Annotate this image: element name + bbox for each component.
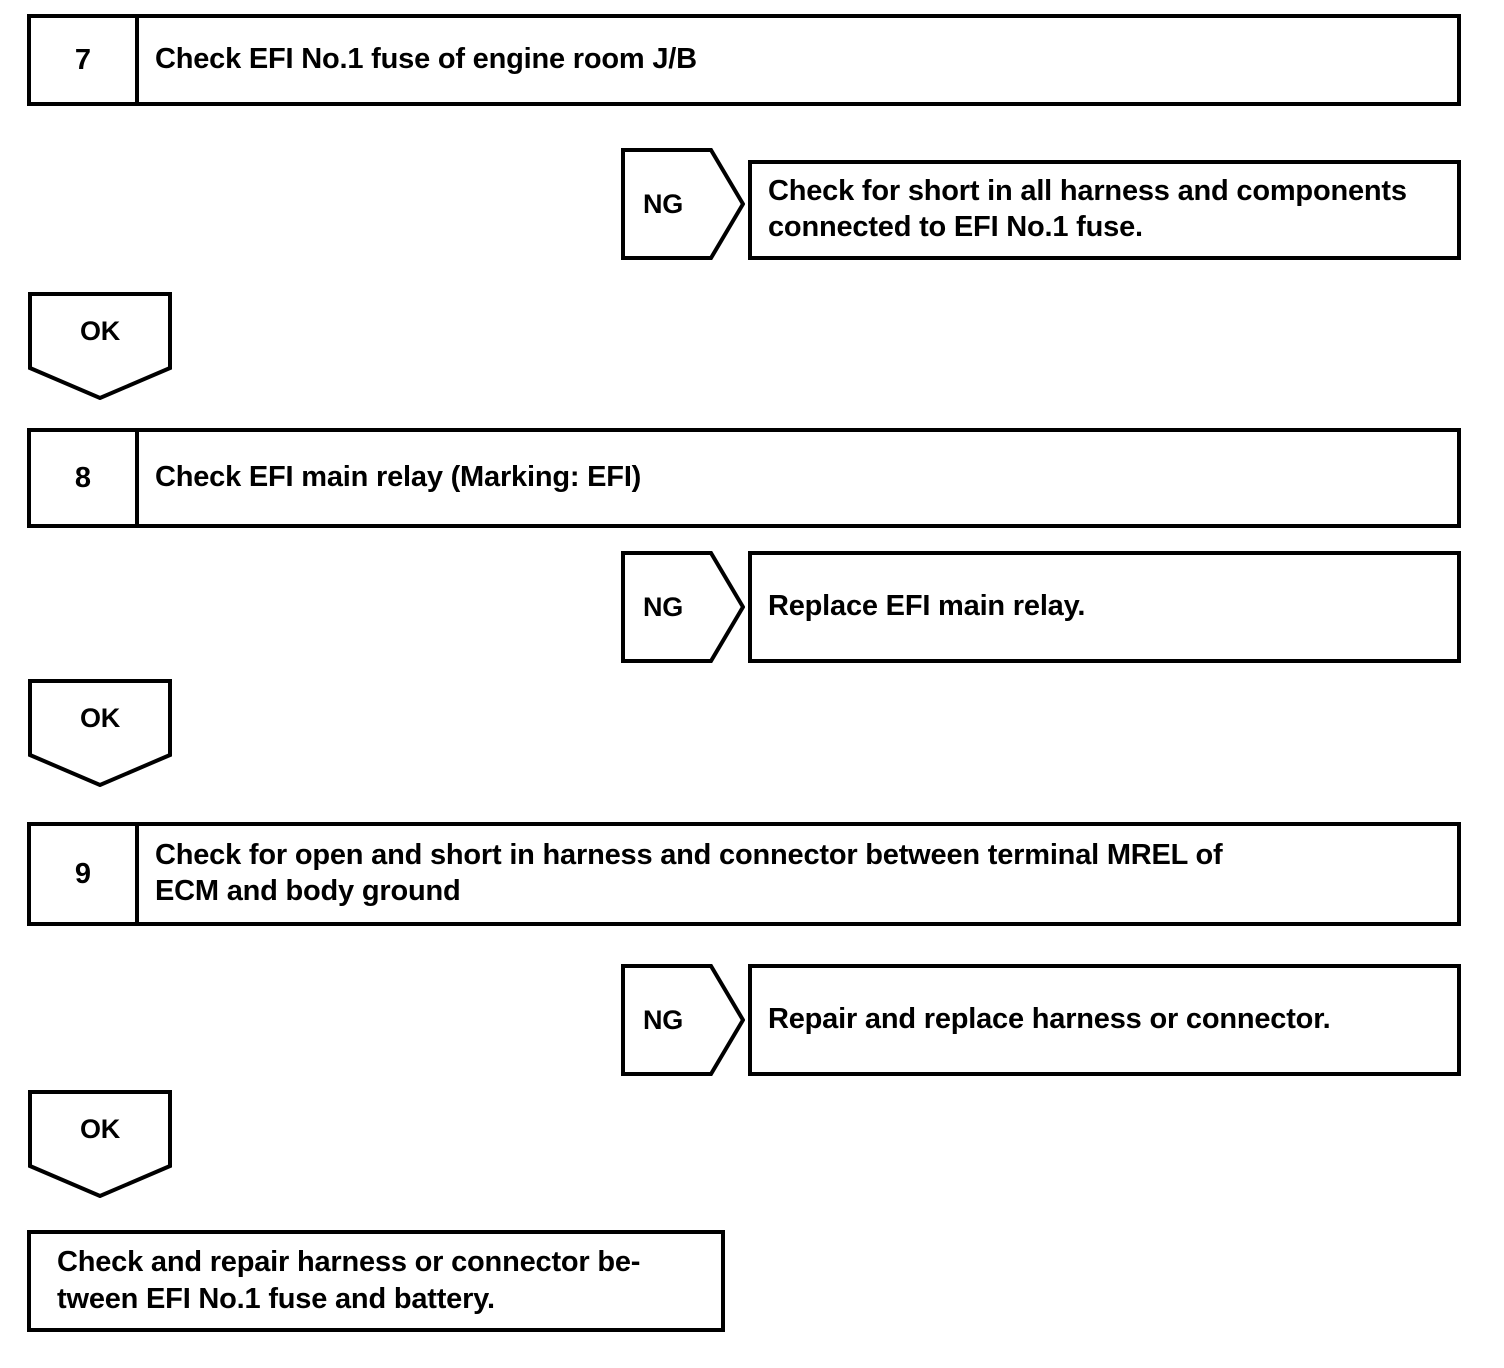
ng-label-7: NG: [643, 188, 683, 219]
step-text-cell-7: Check EFI No.1 fuse of engine room J/B: [139, 18, 1457, 102]
ng-pentagon-icon: [621, 964, 745, 1076]
ok-tag-7[interactable]: OK: [28, 292, 172, 400]
step-number-cell-8: 8: [31, 432, 139, 524]
ng-pentagon-icon: [621, 551, 745, 663]
ok-label-8: OK: [80, 702, 120, 733]
ok-tag-8[interactable]: OK: [28, 679, 172, 787]
step-text-cell-8: Check EFI main relay (Marking: EFI): [139, 432, 1457, 524]
step-box-8[interactable]: 8 Check EFI main relay (Marking: EFI): [27, 428, 1461, 528]
ok-pentagon-icon: [28, 1090, 172, 1198]
ok-pentagon-icon: [28, 292, 172, 400]
ng-action-box-9[interactable]: Repair and replace harness or connector.: [748, 964, 1461, 1076]
ng-action-box-7[interactable]: Check for short in all harness and compo…: [748, 160, 1461, 260]
step-number-cell-7: 7: [31, 18, 139, 102]
ok-label-9: OK: [80, 1113, 120, 1144]
ok-pentagon-icon: [28, 679, 172, 787]
ng-tag-9[interactable]: NG: [621, 964, 745, 1076]
ng-tag-8[interactable]: NG: [621, 551, 745, 663]
step-instruction-7: Check EFI No.1 fuse of engine room J/B: [155, 43, 697, 76]
conclusion-box[interactable]: Check and repair harness or connector be…: [27, 1230, 725, 1332]
step-number-9: 9: [74, 857, 92, 890]
ng-pentagon-icon: [621, 148, 745, 260]
ng-action-text-7: Check for short in all harness and compo…: [768, 175, 1407, 243]
step-number-cell-9: 9: [31, 826, 139, 922]
step-number-8: 8: [74, 461, 92, 494]
step-instruction-8: Check EFI main relay (Marking: EFI): [155, 461, 642, 494]
ng-action-box-8[interactable]: Replace EFI main relay.: [748, 551, 1461, 663]
step-text-cell-9: Check for open and short in harness and …: [139, 826, 1457, 922]
step-box-7[interactable]: 7 Check EFI No.1 fuse of engine room J/B: [27, 14, 1461, 106]
ng-label-9: NG: [643, 1004, 683, 1035]
ok-tag-9[interactable]: OK: [28, 1090, 172, 1198]
ok-label-7: OK: [80, 315, 120, 346]
ng-tag-7[interactable]: NG: [621, 148, 745, 260]
step-instruction-9: Check for open and short in harness and …: [155, 839, 1223, 907]
ng-action-text-8: Replace EFI main relay.: [768, 590, 1086, 623]
ng-action-text-9: Repair and replace harness or connector.: [768, 1003, 1331, 1036]
step-box-9[interactable]: 9 Check for open and short in harness an…: [27, 822, 1461, 926]
ng-label-8: NG: [643, 591, 683, 622]
step-number-7: 7: [74, 43, 92, 76]
conclusion-text: Check and repair harness or connector be…: [57, 1245, 641, 1315]
